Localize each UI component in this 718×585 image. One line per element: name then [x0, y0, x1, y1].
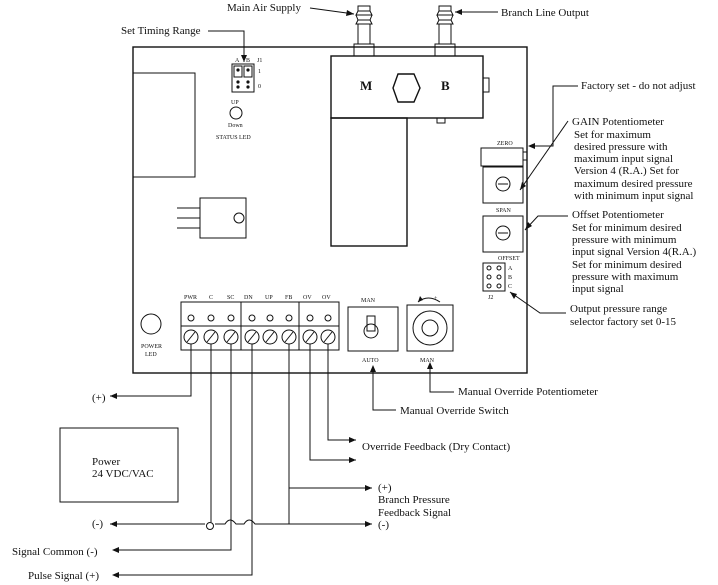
override-feedback-label: Override Feedback (Dry Contact) [362, 441, 510, 453]
output-range-line: selector factory set 0-15 [570, 316, 676, 328]
factory-set-label: Factory set - do not adjust [581, 80, 696, 92]
j1-b-label: B [246, 58, 250, 64]
status-led-icon [229, 106, 243, 120]
power-led-label: LED [145, 352, 157, 358]
gain-line: Version 4 (R.A.) Set for [574, 165, 679, 177]
status-led-label: STATUS LED [216, 135, 251, 141]
j1-0-label: 0 [258, 84, 261, 90]
toggle-icon [363, 323, 379, 339]
manifold-b-label: B [441, 78, 450, 93]
branch-feedback-plus: (+) [378, 482, 392, 494]
j2-label: J2 [488, 295, 493, 301]
terminal-screw[interactable] [281, 329, 297, 345]
branch-feedback-minus: (-) [378, 519, 389, 531]
manual-override-switch[interactable] [347, 306, 399, 352]
gain-line: maximum input signal [574, 153, 673, 165]
offset-line: pressure with minimum [572, 234, 677, 246]
manifold-m-label: M [360, 78, 372, 93]
branch-line-output-label: Branch Line Output [501, 7, 589, 19]
set-timing-range-label: Set Timing Range [121, 25, 201, 37]
pulse-signal-label: Pulse Signal (+) [28, 570, 99, 582]
zero-trim [480, 147, 524, 167]
offset-title: Offset Potentiometer [572, 209, 664, 221]
offset-potentiometer[interactable] [482, 215, 524, 253]
power-minus-label: (-) [92, 518, 103, 530]
terminal-screw[interactable] [320, 329, 336, 345]
terminal-screw[interactable] [244, 329, 260, 345]
terminal-screw[interactable] [223, 329, 239, 345]
manual-override-pot-label: Manual Override Potentiometer [458, 386, 598, 398]
power-supply-box [59, 427, 179, 503]
down-label: Down [228, 123, 243, 129]
terminal-label: PWR [184, 295, 197, 301]
offset-line: input signal Version 4(R.A.) [572, 246, 696, 258]
j2-b-label: B [508, 275, 512, 281]
gain-line: desired pressure with [574, 141, 668, 153]
terminal-label: OV [322, 295, 331, 301]
terminal-screw[interactable] [183, 329, 199, 345]
plus-mark: + [434, 296, 438, 302]
power-led-icon [140, 313, 162, 335]
gain-potentiometer-note: GAIN Potentiometer Set for maximum desir… [572, 116, 693, 202]
terminal-screw[interactable] [262, 329, 278, 345]
output-range-line: Output pressure range [570, 303, 667, 315]
offset-line: Set for minimum desired [572, 259, 682, 271]
gain-title: GAIN Potentiometer [572, 116, 664, 128]
manual-override-potentiometer[interactable] [406, 304, 454, 352]
power-line: Power [92, 456, 120, 468]
terminal-label: OV [303, 295, 312, 301]
voltage-regulator [177, 197, 247, 239]
transformer-block [132, 72, 196, 178]
gain-line: with minimum input signal [574, 190, 693, 202]
manual-override-switch-label: Manual Override Switch [400, 405, 509, 417]
j1-jumper: A B J1 1 0 [231, 58, 262, 93]
offset-label: OFFSET [498, 256, 520, 262]
j2-jumper: A B C J2 [482, 262, 513, 301]
main-air-supply-fitting [353, 5, 375, 57]
offset-line: pressure with maximum [572, 271, 679, 283]
j1-label: J1 [257, 58, 262, 64]
zero-label: ZERO [497, 141, 513, 147]
j2-a-label: A [508, 266, 513, 272]
offset-potentiometer-note: Offset Potentiometer Set for minimum des… [572, 209, 696, 295]
man-label: MAN [361, 298, 376, 304]
branch-feedback-line: Feedback Signal [378, 507, 451, 519]
transducer-block: M B [330, 55, 490, 247]
span-label: SPAN [496, 208, 511, 214]
gain-line: maximum desired pressure [574, 178, 693, 190]
branch-line-fitting [434, 5, 456, 57]
j1-1-label: 1 [258, 69, 261, 75]
signal-common-label: Signal Common (-) [12, 546, 98, 558]
man-bottom-label: MAN [420, 358, 435, 364]
j1-a-label: A [235, 58, 240, 64]
terminal-label: C [209, 295, 213, 301]
up-label: UP [231, 100, 239, 106]
terminal-label: SC [227, 295, 234, 301]
branch-feedback-line: Branch Pressure [378, 494, 450, 506]
auto-label: AUTO [362, 358, 379, 364]
terminal-label: FB [285, 295, 292, 301]
controller-board [132, 46, 528, 374]
offset-line: Set for minimum desired [572, 222, 682, 234]
terminal-label: DN [244, 295, 253, 301]
power-line: 24 VDC/VAC [92, 468, 154, 480]
terminal-block: PWR C SC DN UP FB OV OV [180, 295, 340, 351]
terminal-label: UP [265, 295, 273, 301]
span-potentiometer[interactable] [482, 166, 524, 204]
main-air-supply-label: Main Air Supply [227, 2, 301, 14]
power-plus-label: (+) [92, 392, 106, 404]
power-led-label: POWER [141, 344, 162, 350]
terminal-screw[interactable] [302, 329, 318, 345]
j2-c-label: C [508, 284, 512, 290]
terminal-screw[interactable] [203, 329, 219, 345]
offset-line: input signal [572, 283, 624, 295]
gain-line: Set for maximum [574, 129, 651, 141]
hex-nut-icon [392, 73, 421, 103]
